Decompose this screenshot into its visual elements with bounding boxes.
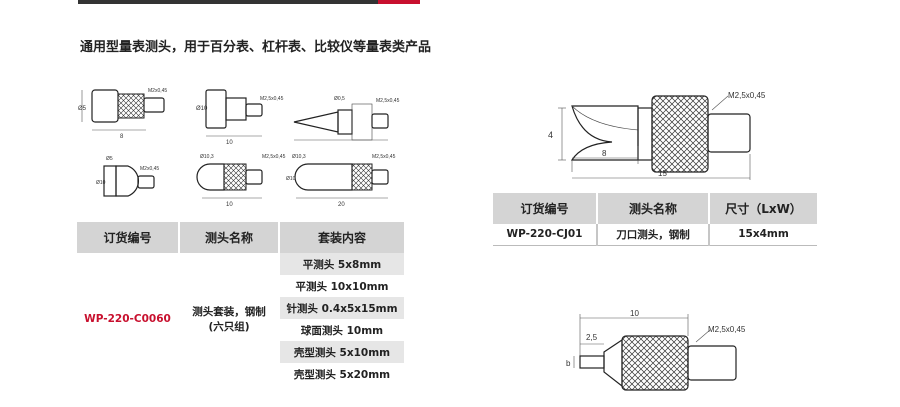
column-header-probe-name: 测头名称 (596, 193, 709, 224)
probe-drawing-needle: Ø0,5 M2,5x0,45 (293, 96, 400, 141)
column-header-order-no: 订货编号 (493, 193, 597, 224)
thread-label: M2,5x0,45 (376, 98, 400, 104)
probe-drawing-ball: Ø5 M2x0,45 Ø10 (96, 156, 159, 197)
knife-probe-table: 订货编号 测头名称 尺寸（LxW） WP-220-CJ01 刀口测头，钢制 15… (493, 193, 817, 246)
table-header-row: 订货编号 测头名称 套装内容 (77, 222, 404, 253)
probe-set-drawings: Ø5 8 M2x0,45 10 Ø10 M2,5x0,45 Ø0,5 M2,5x… (78, 88, 400, 206)
column-header-set-contents: 套装内容 (278, 222, 404, 253)
thread-label: M2x0,45 (140, 166, 159, 172)
thread-label: M2,5x0,45 (262, 154, 286, 160)
probe-set-table: 订货编号 测头名称 套装内容 WP-220-C0060 测头套装，钢制 (六只组… (77, 222, 404, 385)
table-row: 壳型测头 5x10mm (77, 341, 404, 363)
knife-probe-drawing: 4 M2,5x0,45 8 15 (548, 91, 766, 180)
order-number: WP-220-CJ01 (493, 224, 597, 246)
dim-height: b (566, 359, 571, 368)
thread-label: M2,5x0,45 (372, 154, 396, 160)
thread-label: M2,5x0,45 (708, 325, 746, 334)
dim-width: 4 (548, 130, 553, 140)
set-item: 平测头 10x10mm (278, 275, 404, 297)
dim-label: 10 (226, 140, 233, 146)
probe-name-cell: 测头套装，钢制 (六只组) (178, 253, 279, 385)
top-rule (78, 0, 378, 4)
top-rule-accent (378, 0, 420, 4)
dim-label: 10 (226, 202, 233, 206)
dim-label: Ø10,3 (292, 154, 306, 160)
column-header-size: 尺寸（LxW） (708, 193, 817, 224)
column-header-order-no: 订货编号 (77, 222, 179, 253)
dim-label: Ø10 (96, 180, 106, 186)
order-number: WP-220-C0060 (84, 313, 171, 325)
table-row: 球面测头 10mm (77, 319, 404, 341)
step-probe-drawing: 10 2,5 b M2,5x0,45 (566, 309, 746, 391)
probe-name: 刀口测头，钢制 (596, 224, 709, 246)
thread-label: M2x0,45 (148, 88, 167, 94)
table-row: WP-220-C0060 测头套装，钢制 (六只组) 平测头 5x8mm (77, 253, 404, 385)
dim-label: Ø5 (78, 106, 87, 112)
set-item: 针测头 0.4x5x15mm (278, 297, 404, 319)
dim-length: 10 (630, 309, 639, 318)
dim-tip: 2,5 (586, 333, 598, 342)
dim-blade-length: 8 (602, 149, 607, 158)
order-number-cell: WP-220-C0060 (77, 253, 180, 385)
column-header-probe-name: 测头名称 (178, 222, 279, 253)
intro-text: 通用型量表测头，用于百分表、杠杆表、比较仪等量表类产品 (80, 40, 432, 55)
table-row: WP-220-CJ01 刀口测头，钢制 15x4mm (493, 224, 817, 246)
probe-name-note: (六只组) (208, 321, 250, 333)
probe-drawing-shell-short: 10 Ø10,3 M2,5x0,45 (196, 154, 286, 206)
set-item: 球面测头 10mm (278, 319, 404, 341)
thread-label: M2,5x0,45 (260, 96, 284, 102)
table-row: 平测头 10x10mm (77, 275, 404, 297)
dim-total-length: 15 (658, 169, 667, 178)
dim-label: Ø5 (106, 156, 113, 162)
dim-label: Ø0,5 (334, 96, 345, 102)
dim-label: Ø10 (286, 176, 296, 182)
set-item: 壳型测头 5x10mm (278, 341, 404, 363)
probe-name: 测头套装，钢制 (192, 306, 266, 318)
table-header-row: 订货编号 测头名称 尺寸（LxW） (493, 193, 817, 224)
probe-drawing-shell-long: 20 Ø10,3 M2,5x0,45 Ø10 (286, 154, 396, 206)
probe-drawing-flat-small: Ø5 8 M2x0,45 (78, 88, 167, 140)
probe-drawing-flat-large: 10 Ø10 M2,5x0,45 (196, 89, 284, 146)
set-item: 平测头 5x8mm (278, 253, 404, 275)
table-row: 针测头 0.4x5x15mm (77, 297, 404, 319)
dim-label: 8 (120, 134, 124, 140)
dim-label: 20 (338, 202, 345, 206)
dim-label: Ø10,3 (200, 154, 214, 160)
table-row: 壳型测头 5x20mm (77, 363, 404, 385)
probe-size: 15x4mm (708, 224, 817, 246)
thread-label: M2,5x0,45 (728, 91, 766, 100)
dim-label: Ø10 (196, 106, 208, 112)
set-item: 壳型测头 5x20mm (278, 363, 404, 385)
